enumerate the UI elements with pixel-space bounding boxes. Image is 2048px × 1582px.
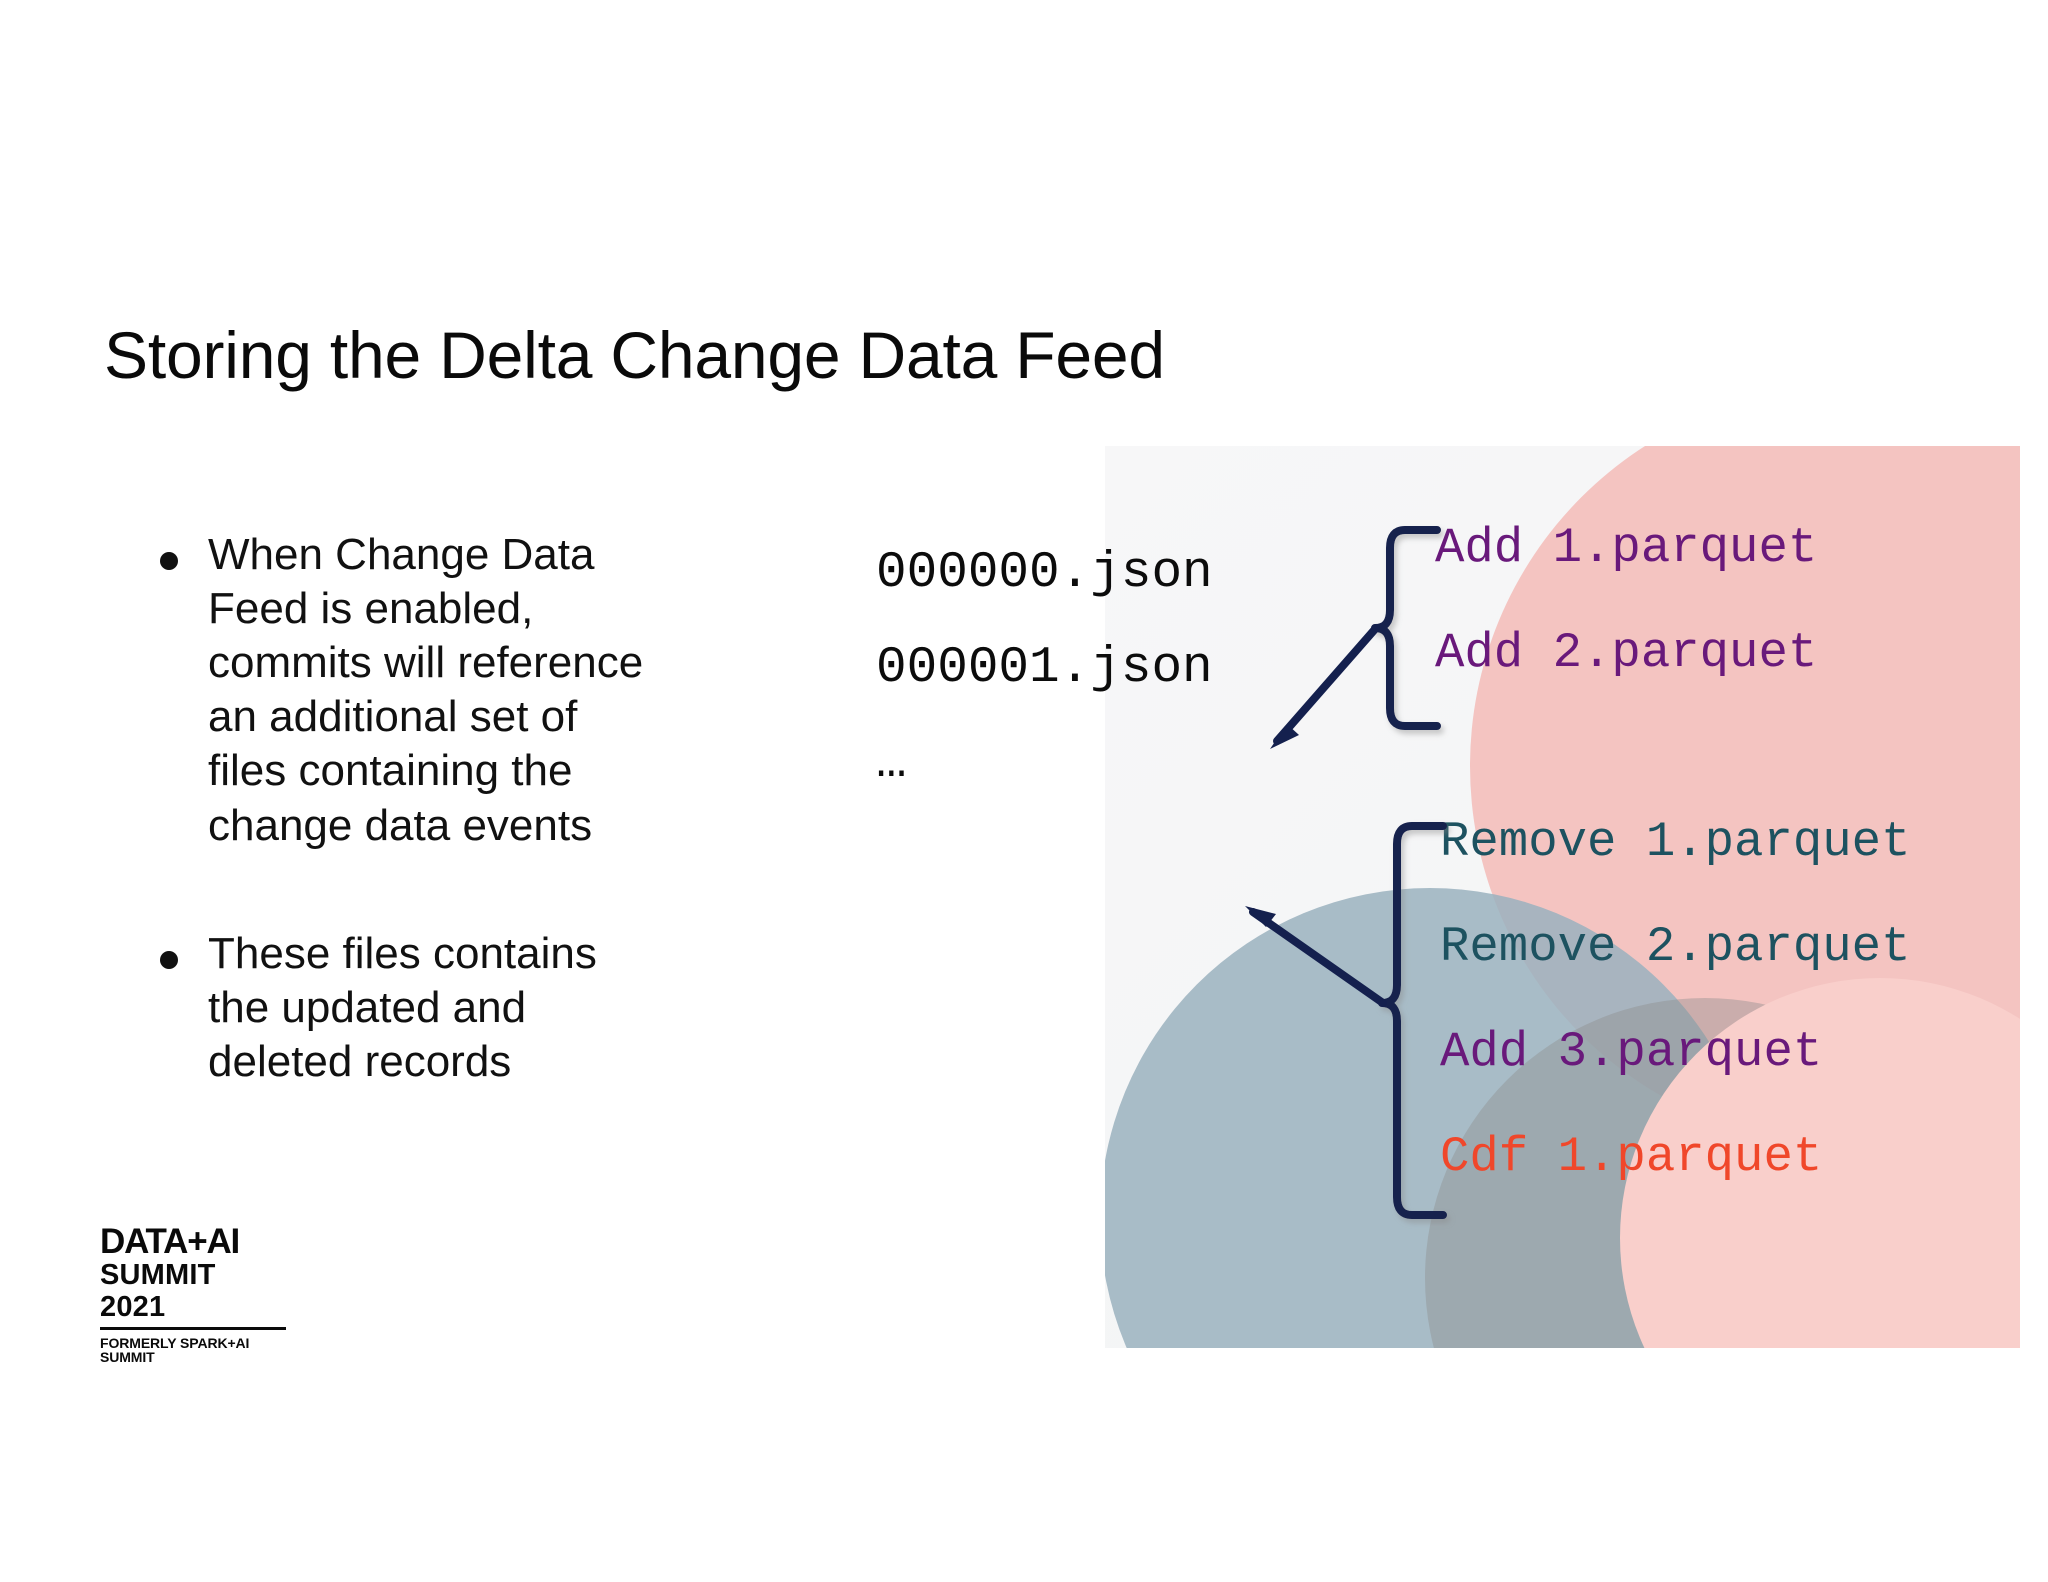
bullet-dot-icon	[160, 950, 178, 969]
bullet-list: When Change Data Feed is enabled, commit…	[160, 528, 800, 1163]
list-item: When Change Data Feed is enabled, commit…	[160, 528, 800, 853]
bullet-dot-icon	[160, 552, 178, 570]
logo-primary-text: DATA+AI	[100, 1222, 240, 1261]
commit-entry-remove-1: Remove 1.parquet	[1440, 814, 1911, 870]
diagram-panel	[1105, 446, 2020, 1348]
delta-log-file-list: 000000.json 000001.json …	[876, 548, 1213, 833]
bullet-text: When Change Data Feed is enabled, commit…	[208, 530, 644, 850]
logo-secondary-text: SUMMIT 2021	[100, 1259, 286, 1330]
log-file-name: 000000.json	[876, 545, 1213, 602]
list-item: These files contains the updated and del…	[160, 927, 800, 1089]
commit-entry-add-2: Add 2.parquet	[1435, 625, 1818, 681]
commit-1-entries: Remove 1.parquet Remove 2.parquet Add 3.…	[1440, 818, 1910, 1182]
bullet-text: These files contains the updated and del…	[208, 928, 597, 1086]
commit-entry-remove-2: Remove 2.parquet	[1440, 919, 1911, 975]
data-ai-summit-logo: DATA+AI SUMMIT 2021 FORMERLY SPARK+AI SU…	[100, 1224, 300, 1364]
commit-entry-add-1: Add 1.parquet	[1435, 520, 1818, 576]
log-file-name: 000001.json	[876, 640, 1213, 697]
commit-entry-cdf-1: Cdf 1.parquet	[1440, 1129, 1823, 1185]
logo-tagline-text: FORMERLY SPARK+AI SUMMIT	[100, 1334, 250, 1365]
commit-0-entries: Add 1.parquet Add 2.parquet	[1435, 524, 1817, 678]
page-title: Storing the Delta Change Data Feed	[104, 318, 1165, 392]
log-file-ellipsis: …	[876, 735, 909, 792]
commit-entry-add-3: Add 3.parquet	[1440, 1024, 1823, 1080]
